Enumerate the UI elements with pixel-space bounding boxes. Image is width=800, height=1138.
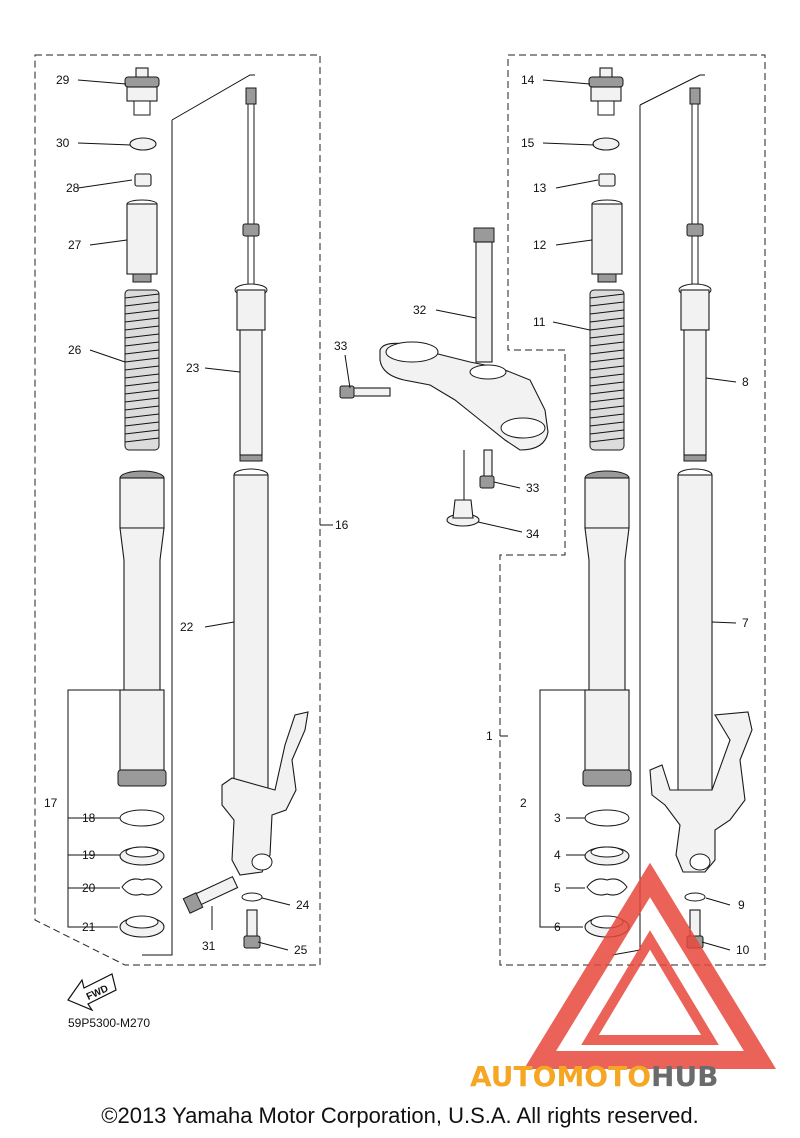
callout-23: 23 xyxy=(186,361,200,375)
callout-17: 17 xyxy=(44,796,58,810)
part-4-oil-seal xyxy=(584,846,630,866)
callout-31: 31 xyxy=(202,939,216,953)
part-32-under-bracket xyxy=(379,227,549,451)
callout-2: 2 xyxy=(520,796,527,810)
part-17-outer-tube xyxy=(117,470,167,787)
callout-19: 19 xyxy=(82,848,96,862)
part-29-cap-bolt xyxy=(124,67,160,116)
right-axle-bracket xyxy=(649,711,753,873)
right-assembly-boundary xyxy=(499,54,766,966)
callout-4: 4 xyxy=(554,848,561,862)
callout-20: 20 xyxy=(82,881,96,895)
callout-25: 25 xyxy=(294,943,308,957)
callout-33-b: 33 xyxy=(526,481,540,495)
callout-28: 28 xyxy=(66,181,80,195)
part-34-cap-nut xyxy=(446,499,480,527)
part-18-clip xyxy=(119,809,165,827)
copyright-notice: ©2013 Yamaha Motor Corporation, U.S.A. A… xyxy=(101,1103,699,1128)
callout-29: 29 xyxy=(56,73,70,87)
watermark-logo-text: AUTOMOTOHUB xyxy=(470,1060,719,1093)
part-25-bolt xyxy=(243,909,261,949)
part-22-inner-tube xyxy=(233,468,269,796)
part-27-spacer xyxy=(126,199,158,283)
callout-3: 3 xyxy=(554,811,561,825)
diagram-code: 59P5300-M270 xyxy=(68,1016,151,1030)
part-28-nut xyxy=(134,173,152,187)
part-23-damper-rod xyxy=(234,87,268,462)
callout-10: 10 xyxy=(736,943,750,957)
callout-5: 5 xyxy=(554,881,561,895)
part-14-cap-bolt xyxy=(588,67,624,116)
callout-12: 12 xyxy=(533,238,547,252)
part-5-stopper-ring xyxy=(586,878,628,896)
part-2-outer-tube xyxy=(582,470,632,787)
callout-8: 8 xyxy=(742,375,749,389)
callout-15: 15 xyxy=(521,136,535,150)
automotohub-logo-icon xyxy=(523,862,777,1069)
callout-7: 7 xyxy=(742,616,749,630)
part-9-washer xyxy=(684,892,706,902)
callout-labels: 29 30 28 27 26 23 22 16 17 18 19 20 21 3… xyxy=(44,73,750,957)
callout-6: 6 xyxy=(554,920,561,934)
callout-21: 21 xyxy=(82,920,96,934)
part-33-bolt-a xyxy=(339,385,391,399)
fwd-arrow-icon: FWD xyxy=(67,973,117,1012)
callout-16: 16 xyxy=(335,518,349,532)
part-19-oil-seal xyxy=(119,846,165,866)
part-24-washer xyxy=(241,892,263,902)
part-12-spacer xyxy=(591,199,623,283)
part-26-spring xyxy=(124,289,160,451)
leader-lines xyxy=(67,79,737,951)
part-3-clip xyxy=(584,809,630,827)
part-7-inner-tube xyxy=(677,468,713,796)
part-20-stopper-ring xyxy=(121,878,163,896)
callout-27: 27 xyxy=(68,238,82,252)
part-15-washer xyxy=(592,137,620,151)
watermark-text-auto: AUTOMOTO xyxy=(470,1060,652,1093)
part-31-bolt xyxy=(182,875,239,914)
watermark-text-hub: HUB xyxy=(651,1060,719,1093)
callout-1: 1 xyxy=(486,729,493,743)
callout-26: 26 xyxy=(68,343,82,357)
callout-24: 24 xyxy=(296,898,310,912)
callout-30: 30 xyxy=(56,136,70,150)
part-33-bolt-b xyxy=(479,449,495,489)
callout-34: 34 xyxy=(526,527,540,541)
callout-13: 13 xyxy=(533,181,547,195)
callout-18: 18 xyxy=(82,811,96,825)
callout-11: 11 xyxy=(533,315,546,329)
left-assembly-boundary xyxy=(34,54,321,966)
part-11-spring xyxy=(589,289,625,451)
part-21-dust-seal xyxy=(119,915,165,938)
part-30-washer xyxy=(129,137,157,151)
callout-14: 14 xyxy=(521,73,535,87)
part-8-damper-rod xyxy=(678,87,712,462)
callout-22: 22 xyxy=(180,620,194,634)
part-13-nut xyxy=(598,173,616,187)
left-axle-bracket xyxy=(221,711,309,876)
callout-9: 9 xyxy=(738,898,745,912)
callout-32: 32 xyxy=(413,303,427,317)
callout-33-a: 33 xyxy=(334,339,348,353)
